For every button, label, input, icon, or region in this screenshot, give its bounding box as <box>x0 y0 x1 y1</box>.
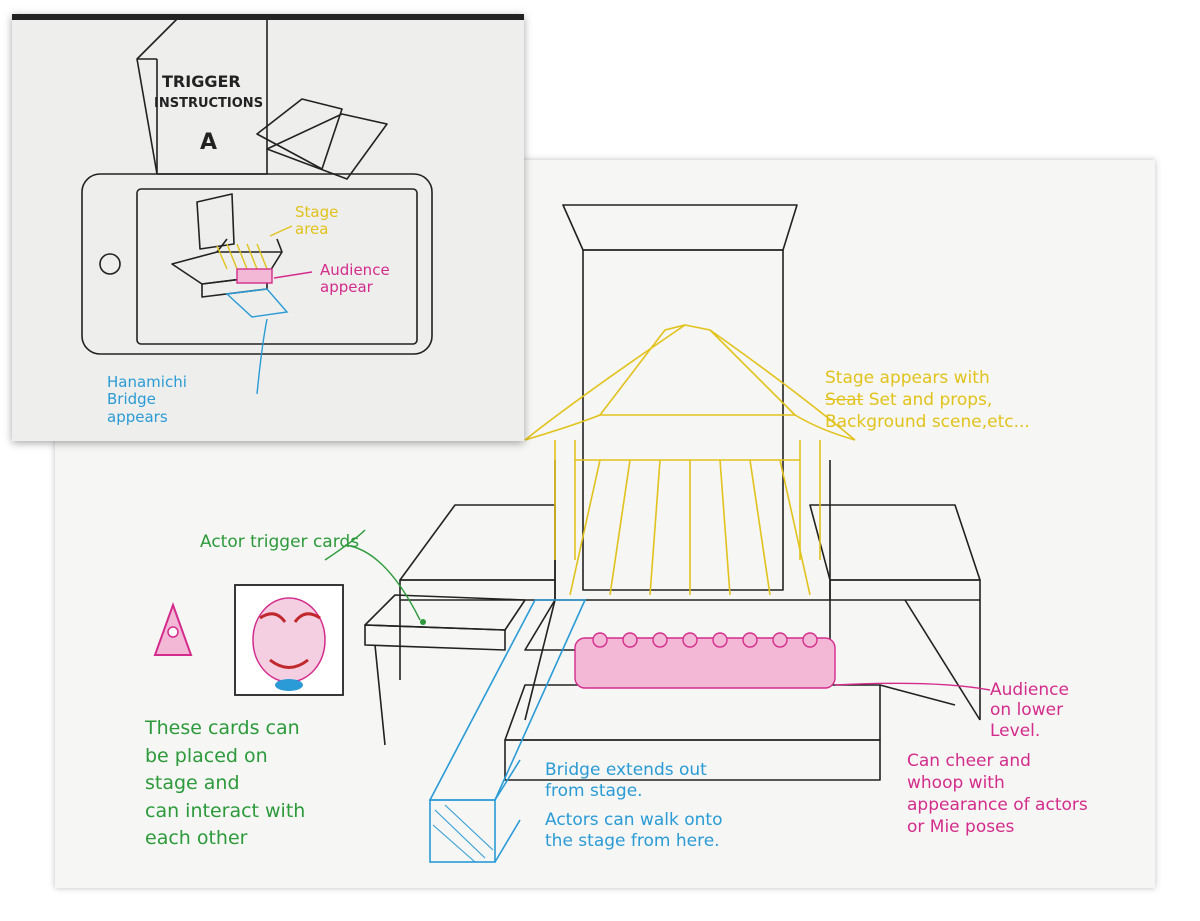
phone-screen <box>136 188 418 345</box>
main-sketch-drawing <box>153 204 991 863</box>
audience-note-2: Can cheer and whoop with appearance of a… <box>907 751 1088 838</box>
actor-cards-label: Actor trigger cards <box>200 532 360 552</box>
trigger-sign-board <box>136 18 268 175</box>
stage-label-struck: Seat <box>825 390 864 410</box>
stage-label-rest: Set and props, <box>868 390 993 410</box>
inset-stage-label: Stage area <box>295 203 339 239</box>
inset-audience <box>236 268 313 284</box>
backdrop-top <box>562 204 798 251</box>
main-sketch-sheet: Stage appears with Seat Set and props, B… <box>55 160 1155 888</box>
inset-audience-label: Audience appear <box>320 261 390 297</box>
bridge-note-1: Bridge extends out from stage. <box>545 760 707 802</box>
kabuki-face-card <box>234 584 344 696</box>
phone-sketch-drawing <box>81 18 433 395</box>
letter-a-card <box>153 602 193 656</box>
backdrop-panel <box>582 249 784 591</box>
audience-platform-front <box>504 739 881 781</box>
right-wing <box>809 504 981 581</box>
stage-roof <box>524 324 856 596</box>
audience-note-1: Audience on lower Level. <box>990 680 1069 741</box>
sign-letter: A <box>200 130 218 155</box>
audience-crowd <box>574 632 836 689</box>
phone-sketch-inset: TRIGGER INSTRUCTIONS A Stage area Audien… <box>12 14 524 441</box>
inset-bridge <box>225 288 289 395</box>
stage-label-line0: Stage appears with <box>825 368 990 388</box>
inset-bridge-label: Hanamichi Bridge appears <box>107 373 187 426</box>
inset-stage-hatch <box>216 225 293 270</box>
hanamichi-bridge <box>428 599 587 863</box>
sign-text-line2: INSTRUCTIONS <box>154 96 264 111</box>
sign-text-line1: TRIGGER <box>162 72 241 91</box>
phone-outline <box>81 173 433 355</box>
inset-top-edge <box>12 14 524 20</box>
audience-platform-top <box>504 684 881 741</box>
cards-note: These cards can be placed on stage and c… <box>145 717 306 850</box>
left-wing <box>399 504 556 581</box>
stage-label-line2: Background scene,etc... <box>825 412 1030 432</box>
phone-home-button <box>99 253 121 275</box>
stage-label-line1: Seat Set and props, <box>825 390 992 411</box>
bridge-note-2: Actors can walk onto the stage from here… <box>545 810 723 852</box>
